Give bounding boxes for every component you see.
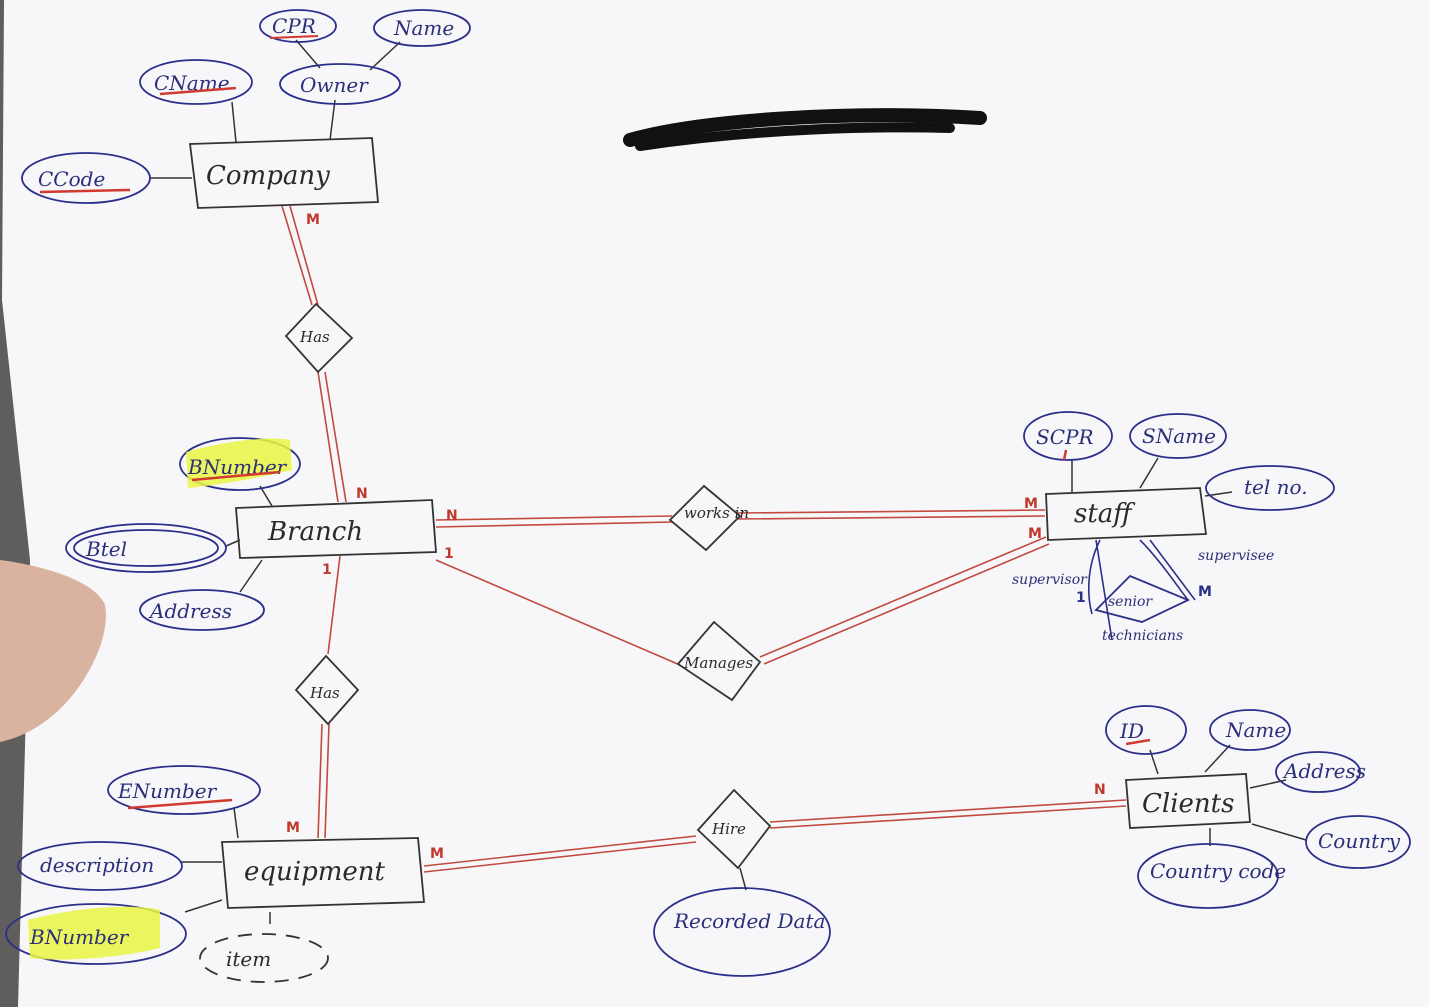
attr-item-weak: item (199, 933, 329, 983)
attr-telno: tel no. (1205, 465, 1335, 511)
attr-btel: Btel (65, 523, 227, 573)
card-equipment-has: M (286, 820, 300, 836)
relationship-has-company[interactable]: Has (284, 302, 354, 374)
card-company-has: M (306, 212, 320, 228)
attr-bnumber-equipment-label: BNumber (29, 925, 130, 949)
card-staff-works-in: M (1024, 496, 1038, 512)
attr-owner-cpr: CPR (259, 9, 337, 43)
attribute-connectors (150, 39, 1307, 924)
relationship-works-in-label: works in (684, 504, 749, 522)
attr-sname: SName (1129, 413, 1227, 459)
relationship-hire-label: Hire (711, 820, 746, 838)
label-supervisee: supervisee (1198, 548, 1274, 564)
entity-clients[interactable]: Clients (1125, 773, 1251, 829)
relationship-has-company-label: Has (299, 328, 330, 346)
card-supervisee: M (1198, 584, 1212, 600)
attr-client-address-label: Address (1282, 759, 1366, 783)
supervision-lines (1087, 539, 1196, 641)
label-supervisor: supervisor (1012, 572, 1088, 588)
attr-client-country-code: Country code (1137, 843, 1286, 909)
entity-staff-label: staff (1074, 499, 1136, 529)
card-clients-hire: N (1094, 782, 1106, 798)
attr-item-label: item (226, 947, 271, 971)
attr-sname-label: SName (1142, 424, 1216, 448)
entity-staff[interactable]: staff (1045, 487, 1208, 541)
label-technicians: technicians (1102, 628, 1183, 644)
relationship-senior-label: senior (1108, 594, 1153, 610)
attr-recorded-data-label: Recorded Data (673, 909, 825, 933)
attr-description: description (17, 841, 183, 891)
attr-ccode: CCode (21, 152, 151, 204)
relationship-has-equipment[interactable]: Has (294, 654, 360, 726)
entity-equipment[interactable]: equipment (221, 837, 425, 909)
thumb-shape (0, 560, 106, 742)
attr-client-country-label: Country (1318, 829, 1401, 853)
attr-client-country: Country (1305, 815, 1411, 869)
attr-description-label: description (40, 853, 154, 877)
entity-company[interactable]: Company (188, 137, 379, 209)
attr-bnumber-equipment: BNumber (5, 903, 187, 965)
card-equipment-hire: M (430, 846, 444, 862)
attr-telno-label: tel no. (1244, 475, 1308, 499)
entity-branch-label: Branch (267, 517, 363, 547)
relationship-lines (281, 205, 1127, 873)
attr-cname: CName (139, 59, 253, 105)
relationship-works-in[interactable]: works in (668, 484, 749, 552)
card-supervisor: 1 (1076, 590, 1086, 606)
card-branch-has-equipment: 1 (322, 562, 332, 578)
attr-branch-address: Address (139, 589, 265, 631)
card-staff-manages: M (1028, 526, 1042, 542)
redaction-mark (623, 108, 987, 151)
attr-recorded-data: Recorded Data (653, 887, 831, 977)
attr-enumber-label: ENumber (117, 779, 218, 803)
attr-ccode-label: CCode (38, 167, 105, 191)
relationship-manages-label: Manages (683, 654, 753, 672)
attr-scpr-label: SCPR (1036, 425, 1094, 449)
attr-bnumber-branch: BNumber (179, 437, 301, 491)
attr-client-id-label: ID (1119, 719, 1144, 743)
card-branch-has: N (356, 486, 368, 502)
attr-owner-cpr-label: CPR (272, 14, 316, 38)
attr-owner-name-label: Name (393, 16, 454, 40)
attr-btel-label: Btel (85, 537, 127, 561)
attr-branch-address-label: Address (148, 599, 232, 623)
relationship-senior-technician[interactable]: senior (1094, 574, 1191, 623)
relationship-hire[interactable]: Hire (696, 788, 772, 870)
attr-owner-name: Name (373, 9, 471, 47)
attr-scpr: SCPR (1023, 411, 1113, 461)
card-branch-works-in: N (446, 508, 458, 524)
entity-clients-label: Clients (1142, 789, 1234, 819)
attr-client-name-label: Name (1225, 718, 1286, 742)
entity-equipment-label: equipment (244, 857, 386, 887)
attr-client-address: Address (1275, 751, 1366, 793)
attr-owner: Owner (279, 63, 401, 105)
attr-client-name: Name (1209, 709, 1291, 751)
attr-enumber: ENumber (107, 765, 261, 815)
attr-client-country-code-label: Country code (1150, 859, 1286, 883)
attr-client-id: ID (1105, 705, 1187, 755)
card-branch-manages: 1 (444, 546, 454, 562)
entity-company-label: Company (206, 161, 330, 191)
attr-owner-label: Owner (300, 73, 369, 97)
entity-branch[interactable]: Branch (235, 499, 437, 559)
relationship-manages[interactable]: Manages (676, 620, 762, 702)
relationship-has-equipment-label: Has (309, 684, 340, 702)
